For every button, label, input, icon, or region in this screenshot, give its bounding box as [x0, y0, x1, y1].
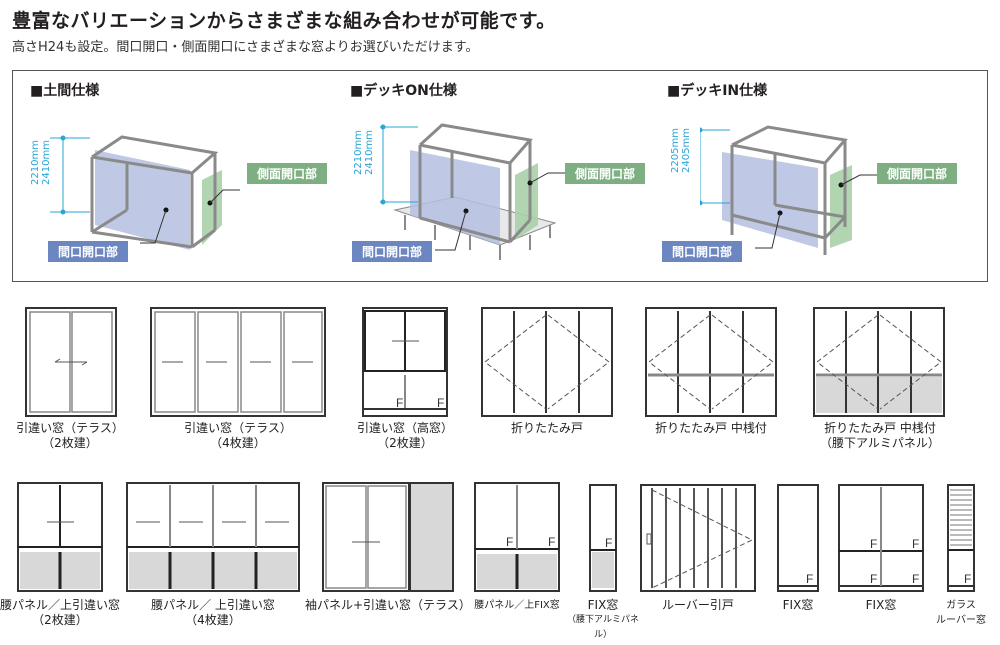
enclosure-diagram-doma — [50, 135, 240, 250]
fix-marker: F — [396, 396, 403, 410]
window-caption: 折りたたみ戸 中桟付（腰下アルミパネル） — [795, 421, 965, 451]
caption-line1: 袖パネル+引違い窓（テラス） — [305, 598, 471, 612]
window-caption: 引違い窓（高窓）（2枚建） — [345, 421, 465, 451]
window-sliding-terrace-4 — [150, 307, 326, 417]
window-louver-sliding-door — [640, 484, 756, 592]
window-folding-door-midbar — [645, 307, 777, 417]
dimension-2: 2410mm — [41, 140, 52, 185]
window-caption: FIX窓 （腰下アルミパネル） — [563, 598, 643, 643]
page-subtitle: 高さH24も設定。間口開口・側面開口にさまざまな窓よりお選びいただけます。 — [12, 40, 479, 55]
caption-line1: 腰パネル／上FIX窓 — [474, 600, 560, 611]
dimension-1: 2210mm — [30, 140, 41, 185]
window-fix-single: F — [777, 484, 819, 592]
front-opening-label-deck-in: 間口開口部 — [662, 241, 743, 262]
caption-line2: （2枚建） — [42, 436, 98, 450]
caption-line1: ルーバー引戸 — [662, 598, 734, 612]
enclosure-diagram-deck-in — [700, 125, 878, 255]
svg-text:F: F — [870, 572, 877, 586]
caption-line1: 腰パネル／ 上引違い窓 — [151, 598, 275, 612]
window-caption: ルーバー引戸 — [640, 598, 756, 613]
caption-line1: 折りたたみ戸 — [510, 421, 583, 435]
caption-line1: 引違い窓（高窓） — [356, 421, 453, 435]
svg-text:F: F — [912, 572, 919, 586]
window-caption: 腰パネル／ 上引違い窓（4枚建） — [143, 598, 283, 628]
front-opening-label-doma: 間口開口部 — [48, 241, 129, 262]
spec-panel — [12, 70, 988, 282]
window-folding-door — [481, 307, 613, 417]
side-opening-label-doma: 側面開口部 — [247, 163, 328, 184]
window-fix-aluminum-panel: F — [589, 484, 617, 592]
caption-line2: （4枚建） — [185, 613, 241, 627]
caption-line1: FIX窓 — [865, 598, 897, 612]
caption-line1: ガラス — [946, 600, 976, 611]
enclosure-diagram-deck-on — [380, 123, 565, 260]
caption-line2: （腰下アルミパネル） — [567, 615, 639, 640]
caption-line2: ルーバー窓 — [936, 615, 986, 626]
side-opening-label-deck-in: 側面開口部 — [877, 163, 958, 184]
caption-line1: 腰パネル／上引違い窓 — [0, 598, 121, 612]
window-waist-panel-fix: F F — [474, 482, 560, 592]
spec-title-deck-in: ■デッキIN仕様 — [667, 83, 768, 99]
window-caption: FIX窓 — [770, 598, 826, 613]
caption-line2: （腰下アルミパネル） — [820, 436, 940, 450]
caption-line2: （2枚建） — [377, 436, 433, 450]
window-fix-quad: F F F F — [838, 484, 924, 592]
caption-line1: 引違い窓（テラス） — [184, 421, 292, 435]
svg-text:F: F — [870, 537, 877, 551]
caption-line1: FIX窓 — [587, 598, 619, 612]
window-caption: 引違い窓（テラス）（4枚建） — [168, 421, 308, 451]
dimension-2: 2410mm — [364, 130, 375, 175]
window-caption: 折りたたみ戸 中桟付 — [630, 421, 792, 436]
caption-line1: 引違い窓（テラス） — [16, 421, 124, 435]
svg-text:F: F — [964, 572, 971, 586]
svg-text:F: F — [548, 535, 555, 549]
window-folding-door-panel — [813, 307, 945, 417]
caption-line1: 折りたたみ戸 中桟付 — [824, 421, 936, 435]
dimension-1: 2210mm — [353, 130, 364, 175]
window-glass-louver: F — [947, 484, 975, 592]
svg-text:F: F — [806, 572, 813, 586]
svg-text:F: F — [437, 396, 444, 410]
svg-text:F: F — [506, 535, 513, 549]
spec-title-deck-on: ■デッキON仕様 — [350, 83, 457, 99]
window-caption: 袖パネル+引違い窓（テラス） — [305, 598, 471, 613]
window-caption: ガラスルーバー窓 — [928, 598, 994, 628]
caption-line2: （4枚建） — [210, 436, 266, 450]
caption-line1: FIX窓 — [782, 598, 814, 612]
svg-text:F: F — [912, 537, 919, 551]
window-caption: 折りたたみ戸 — [481, 421, 613, 436]
window-waist-panel-sliding-4 — [126, 482, 300, 592]
window-side-panel-sliding — [322, 482, 454, 592]
svg-text:F: F — [605, 536, 612, 550]
caption-line1: 折りたたみ戸 中桟付 — [655, 421, 767, 435]
dimension-2: 2405mm — [681, 128, 692, 173]
caption-line2: （2枚建） — [32, 613, 88, 627]
window-waist-panel-sliding-2 — [17, 482, 103, 592]
window-sliding-high-2: F F — [362, 307, 448, 417]
page-title: 豊富なバリエーションからさまざまな組み合わせが可能です。 — [12, 10, 556, 32]
window-caption: 腰パネル／上FIX窓 — [462, 598, 572, 613]
spec-title-doma: ■土間仕様 — [30, 83, 100, 99]
window-sliding-terrace-2 — [25, 307, 117, 417]
window-caption: 腰パネル／上引違い窓（2枚建） — [0, 598, 120, 628]
window-caption: FIX窓 — [838, 598, 924, 613]
front-opening-label-deck-on: 間口開口部 — [352, 241, 433, 262]
dimension-1: 2205mm — [670, 128, 681, 173]
side-opening-label-deck-on: 側面開口部 — [565, 163, 646, 184]
window-caption: 引違い窓（テラス）（2枚建） — [5, 421, 135, 451]
